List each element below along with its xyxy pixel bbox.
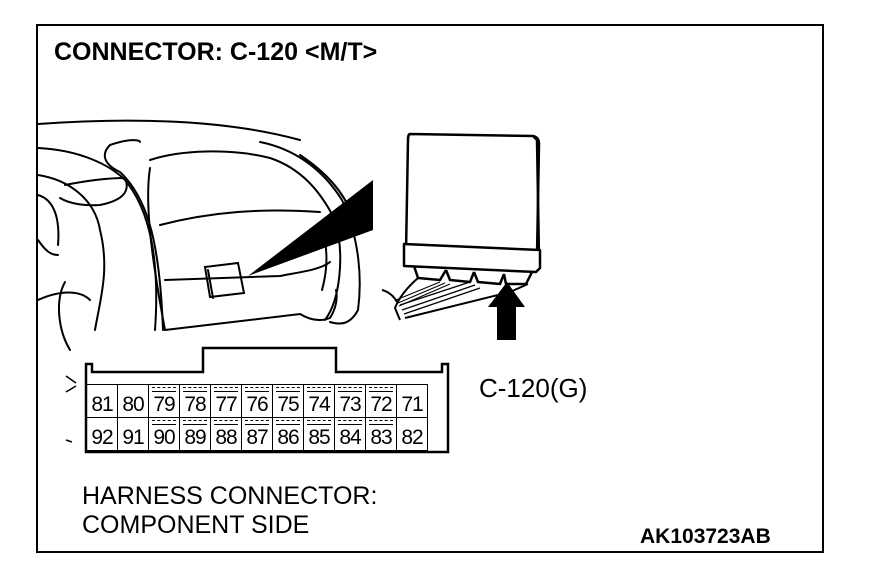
pointer-wedge: [248, 180, 373, 276]
connector-pin-row-bottom: 92 91 90 89 88 87 86 85 84 83 82: [86, 417, 428, 451]
up-arrow: [488, 282, 525, 340]
pin-cell: 78: [179, 384, 211, 418]
ecu-module-illustration: [381, 132, 542, 321]
pin-cell: 72: [365, 384, 397, 418]
pin-cell: 86: [272, 417, 304, 451]
pin-cell: 80: [117, 384, 149, 418]
pin-cell: 90: [148, 417, 180, 451]
pin-cell: 71: [396, 384, 428, 418]
pin-cell: 73: [334, 384, 366, 418]
pin-cell: 81: [86, 384, 118, 418]
pin-cell: 74: [303, 384, 335, 418]
pin-cell: 77: [210, 384, 242, 418]
pin-cell: 84: [334, 417, 366, 451]
pin-cell: 76: [241, 384, 273, 418]
harness-caption-line1: HARNESS CONNECTOR:: [82, 482, 378, 510]
pin-cell: 79: [148, 384, 180, 418]
pin-cell: 87: [241, 417, 273, 451]
pin-cell: 91: [117, 417, 149, 451]
pin-cell: 82: [396, 417, 428, 451]
harness-caption: HARNESS CONNECTOR: COMPONENT SIDE: [82, 482, 377, 540]
connector-pin-row-top: 81 80 79 78 77 76 75 74 73 72 71: [86, 384, 428, 418]
pin-cell: 83: [365, 417, 397, 451]
diagram-title: CONNECTOR: C-120 <M/T>: [54, 38, 378, 66]
figure-border: [36, 24, 824, 553]
harness-caption-line2: COMPONENT SIDE: [82, 511, 310, 539]
dash-top-line: [37, 119, 301, 141]
figure-code: AK103723AB: [640, 525, 771, 548]
pin-cell: 75: [272, 384, 304, 418]
pin-cell: 92: [86, 417, 118, 451]
pin-cell: 89: [179, 417, 211, 451]
pin-cell: 88: [210, 417, 242, 451]
connector-id-label: C-120(G): [479, 373, 588, 403]
pin-cell: 85: [303, 417, 335, 451]
connector-pin-grid: 81 80 79 78 77 76 75 74 73 72 71 92 91 9…: [86, 384, 428, 451]
